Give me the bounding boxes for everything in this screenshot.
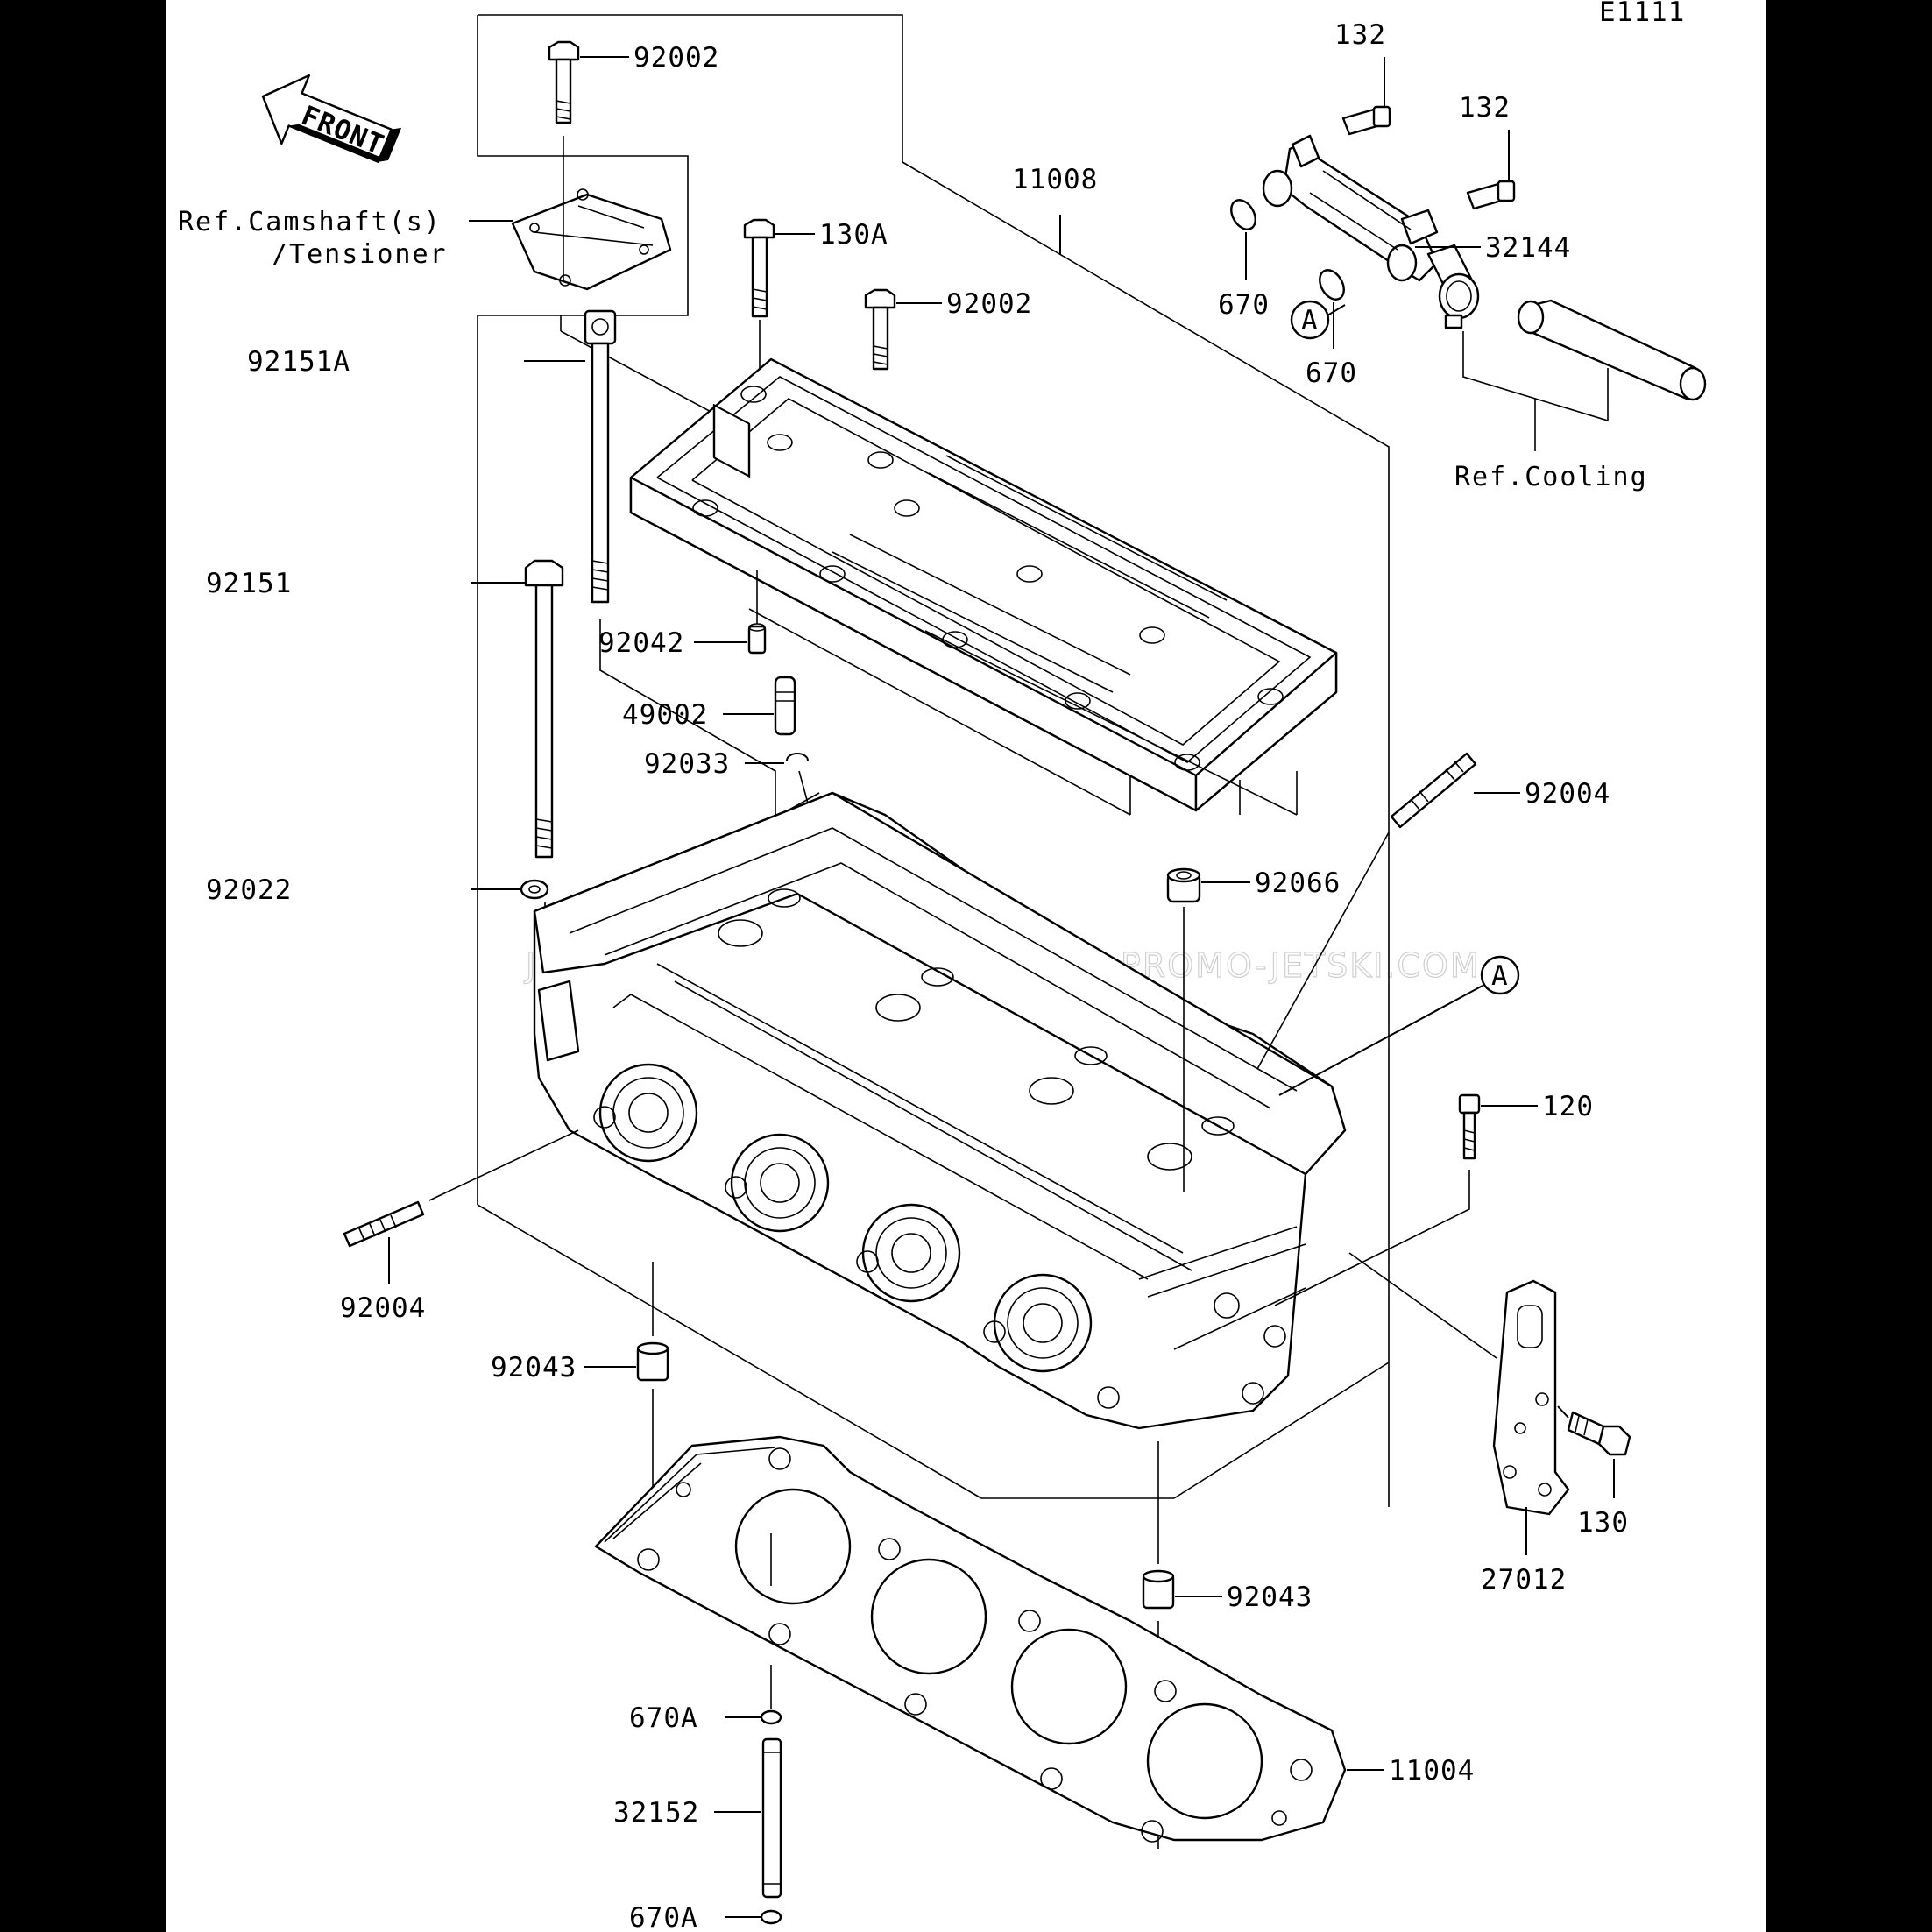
marker-A-head-text: A bbox=[1491, 960, 1509, 992]
label-120[interactable]: 120 bbox=[1542, 1091, 1594, 1122]
bolt-92151A bbox=[584, 309, 617, 604]
pipe-32152 bbox=[761, 1737, 782, 1899]
dowel-92043-left bbox=[636, 1341, 669, 1382]
stud-92004-right bbox=[1390, 752, 1477, 829]
marker-A-cooling: A bbox=[1290, 300, 1330, 340]
label-92066[interactable]: 92066 bbox=[1255, 867, 1341, 899]
label-92043-left[interactable]: 92043 bbox=[491, 1352, 577, 1384]
lead-marker-A-head bbox=[1278, 985, 1483, 1096]
label-132-b[interactable]: 132 bbox=[1459, 92, 1511, 124]
label-92042[interactable]: 92042 bbox=[598, 627, 684, 659]
camshaft-cap-frame bbox=[629, 357, 1338, 815]
lead-marker-A-cooling bbox=[1327, 304, 1346, 316]
label-49002[interactable]: 49002 bbox=[622, 699, 708, 731]
bolt-132-a bbox=[1341, 105, 1391, 136]
o-ring-670-b bbox=[1319, 269, 1345, 301]
o-ring-670-a bbox=[1230, 199, 1256, 230]
o-ring-670A-bottom bbox=[760, 1909, 782, 1925]
label-92151A[interactable]: 92151A bbox=[247, 346, 350, 378]
cooling-hose bbox=[1517, 299, 1707, 401]
diagram-sheet: JETSKI.COM PROMO-JETSKI.COM PROMO-JETSKI… bbox=[166, 0, 1766, 1932]
label-130A[interactable]: 130A bbox=[819, 219, 888, 251]
label-92022[interactable]: 92022 bbox=[206, 874, 292, 906]
bolt-92151 bbox=[524, 559, 564, 859]
label-670A-bottom[interactable]: 670A bbox=[629, 1902, 698, 1932]
bracket-27012 bbox=[1492, 1279, 1570, 1516]
label-92002-mid[interactable]: 92002 bbox=[946, 288, 1032, 320]
o-ring-670A-top bbox=[760, 1709, 782, 1725]
bolt-130 bbox=[1567, 1411, 1631, 1456]
cooling-pipe-32144 bbox=[1262, 134, 1474, 291]
label-130[interactable]: 130 bbox=[1577, 1507, 1629, 1539]
label-27012[interactable]: 27012 bbox=[1481, 1564, 1567, 1596]
valve-guide-49002 bbox=[774, 676, 796, 736]
ref-camshaft-label: Ref.Camshaft(s) bbox=[178, 207, 442, 237]
bolt-130A bbox=[743, 218, 775, 491]
label-32144[interactable]: 32144 bbox=[1485, 232, 1571, 264]
bolt-92002-mid bbox=[864, 288, 896, 371]
lead-cap-frame-bottom bbox=[924, 630, 1298, 816]
head-gasket-11004 bbox=[594, 1435, 1347, 1843]
camshaft-tensioner-bracket bbox=[511, 188, 672, 291]
label-132-a[interactable]: 132 bbox=[1334, 19, 1386, 51]
plug-92066 bbox=[1166, 867, 1201, 903]
assembly-outline bbox=[477, 14, 1390, 1507]
lead-120-down bbox=[1274, 1170, 1470, 1306]
lead-92151A-down bbox=[599, 619, 776, 824]
lead-130-to-bracket bbox=[1557, 1405, 1569, 1419]
bolt-92002-top bbox=[548, 40, 580, 280]
hose-clamp bbox=[1438, 272, 1480, 329]
stud-92004-left bbox=[343, 1200, 425, 1248]
label-32152[interactable]: 32152 bbox=[613, 1797, 699, 1829]
dowel-92042 bbox=[747, 623, 767, 655]
dowel-92043-right bbox=[1142, 1569, 1175, 1610]
label-11004[interactable]: 11004 bbox=[1389, 1755, 1475, 1787]
marker-A-head: A bbox=[1480, 955, 1520, 995]
label-670-b[interactable]: 670 bbox=[1306, 357, 1357, 389]
label-92033[interactable]: 92033 bbox=[644, 748, 730, 780]
ref-cooling-label: Ref.Cooling bbox=[1454, 462, 1648, 492]
label-92002-top[interactable]: 92002 bbox=[633, 42, 719, 74]
cylinder-head bbox=[533, 791, 1347, 1430]
front-arrow-icon: FRONT bbox=[261, 74, 402, 163]
lead-bracket-27012 bbox=[1348, 1252, 1497, 1359]
washer-92022 bbox=[520, 879, 549, 900]
marker-A-cooling-text: A bbox=[1301, 305, 1319, 336]
bolt-132-b bbox=[1466, 180, 1516, 210]
circlip-92033 bbox=[786, 753, 809, 761]
label-92004-right[interactable]: 92004 bbox=[1525, 778, 1610, 810]
label-670A-top[interactable]: 670A bbox=[629, 1702, 698, 1734]
ref-tensioner-label: /Tensioner bbox=[272, 239, 448, 270]
lead-92004-right-down bbox=[1256, 832, 1390, 1070]
lead-92004-left-up bbox=[428, 1129, 579, 1201]
cylinder-head-exploded-diagram: JETSKI.COM PROMO-JETSKI.COM PROMO-JETSKI… bbox=[178, 0, 1707, 1932]
label-670-a[interactable]: 670 bbox=[1218, 289, 1270, 321]
label-92043-right[interactable]: 92043 bbox=[1227, 1582, 1313, 1613]
diagram-code: E1111 bbox=[1599, 0, 1685, 28]
bolt-120 bbox=[1458, 1093, 1481, 1160]
label-92151[interactable]: 92151 bbox=[206, 568, 292, 599]
label-92004-left[interactable]: 92004 bbox=[340, 1292, 426, 1324]
label-11008[interactable]: 11008 bbox=[1012, 164, 1098, 195]
